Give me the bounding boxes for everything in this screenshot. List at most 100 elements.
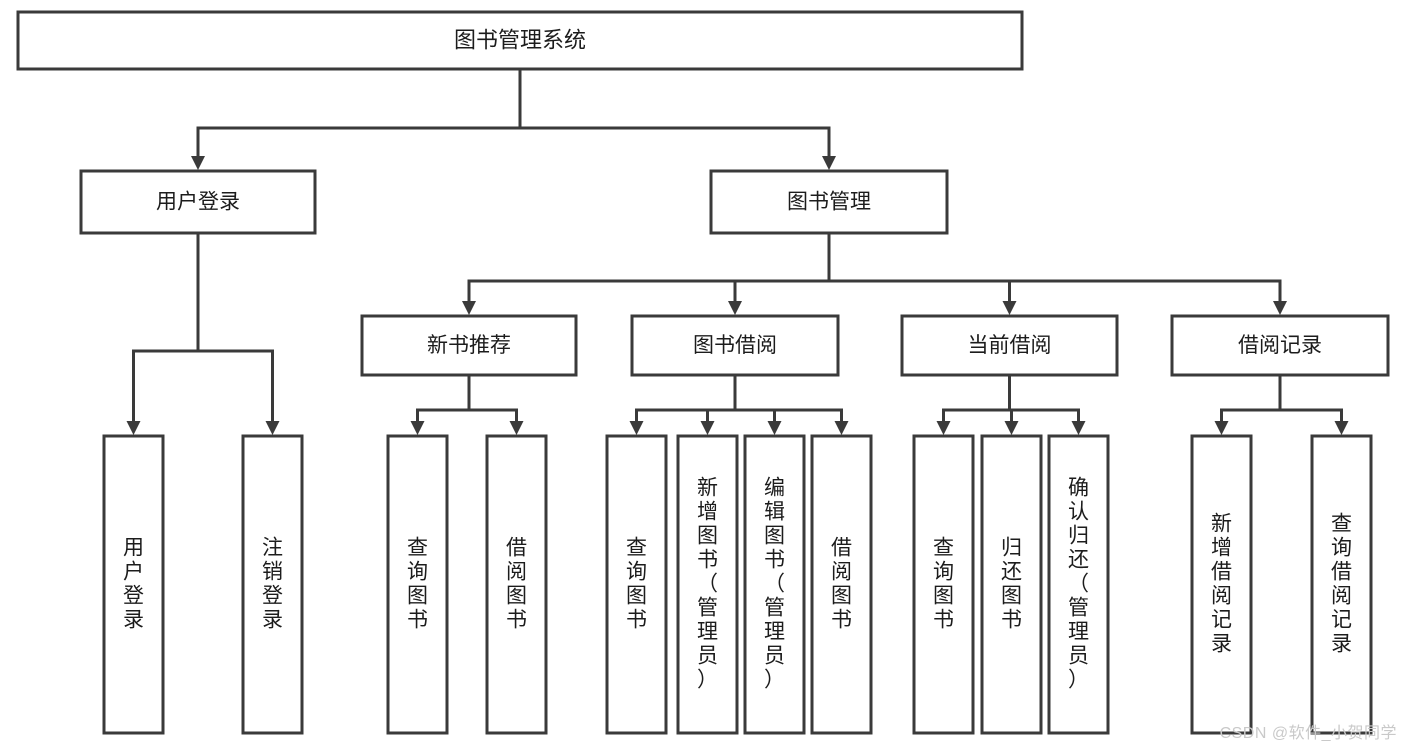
node-label-char: 还 (1068, 549, 1089, 572)
node-label-char: 理 (764, 621, 785, 644)
node-label-char: 阅 (1211, 585, 1232, 608)
node-label-user-login: 用户登录 (156, 191, 240, 214)
node-label-char: 查 (1331, 513, 1352, 536)
node-book-manage[interactable]: 图书管理 (709, 169, 949, 235)
node-label-char: ） (1068, 669, 1089, 692)
node-label-char: 编 (764, 477, 785, 500)
node-box-leaf-user-logout (241, 434, 304, 735)
node-label-char: 户 (123, 561, 144, 584)
node-label-char: 询 (626, 561, 647, 584)
watermark-text: CSDN @软件_小贺同学 (1219, 725, 1397, 742)
node-label-char: 借 (831, 537, 852, 560)
connector-arrowhead-icon (265, 421, 280, 435)
node-label-char: 借 (506, 537, 527, 560)
node-label-char: 注 (262, 537, 283, 560)
node-leaf-borrow-book[interactable]: 借阅图书借阅图书 (810, 434, 873, 735)
node-current-borrow[interactable]: 当前借阅 (900, 314, 1119, 377)
node-box-borrow-record (1170, 314, 1390, 377)
node-label-char: 借 (1211, 561, 1232, 584)
node-label-char: 书 (764, 549, 785, 572)
connector-layer (126, 67, 1349, 435)
node-label-char: 查 (626, 537, 647, 560)
node-box-root (16, 10, 1024, 71)
node-label-borrow-record: 借阅记录 (1238, 334, 1322, 357)
node-label-char: 理 (697, 621, 718, 644)
connector-arrowhead-icon (728, 301, 742, 315)
node-label-char: （ (1068, 573, 1089, 596)
node-leaf-query-borrow-record[interactable]: 查询借阅记录查询借阅记录 (1310, 434, 1373, 735)
node-label-char: 询 (933, 561, 954, 584)
node-leaf-query-book-current[interactable]: 查询图书查询图书 (912, 434, 975, 735)
node-label-char: ） (764, 669, 785, 692)
node-label-char: 图 (407, 585, 428, 608)
node-label-char: 书 (626, 609, 647, 632)
connector-arrowhead-icon (462, 301, 476, 315)
connector-arrowhead-icon (700, 421, 715, 435)
connector-arrowhead-icon (834, 421, 849, 435)
node-label-char: （ (697, 573, 718, 596)
node-box-book-borrow (630, 314, 840, 377)
node-label-current-borrow: 当前借阅 (968, 334, 1052, 357)
node-label-char: 管 (1068, 597, 1089, 620)
node-leaf-user-logout[interactable]: 注销登录注销登录 (241, 434, 304, 735)
node-label-char: 查 (933, 537, 954, 560)
node-label-char: 认 (1068, 501, 1089, 524)
node-label-char: ） (697, 669, 718, 692)
node-label-new-book-recommend: 新书推荐 (427, 334, 511, 357)
node-leaf-query-book-rec[interactable]: 查询图书查询图书 (386, 434, 449, 735)
node-box-leaf-edit-book-admin (743, 434, 806, 735)
node-user-login[interactable]: 用户登录 (79, 169, 317, 235)
node-leaf-user-login[interactable]: 用户登录用户登录 (102, 434, 165, 735)
node-label-char: 记 (1331, 609, 1352, 632)
node-label-char: 辑 (764, 501, 785, 524)
node-label-char: 增 (1211, 537, 1232, 560)
node-label-char: 记 (1211, 609, 1232, 632)
node-box-leaf-borrow-book-rec (485, 434, 548, 735)
node-label-char: 还 (1001, 561, 1022, 584)
connector-arrowhead-icon (1002, 301, 1017, 315)
node-label-char: 员 (697, 645, 718, 668)
node-label-char: 图 (933, 585, 954, 608)
node-label-char: 图 (506, 585, 527, 608)
node-label-char: 书 (933, 609, 954, 632)
node-label-char: 阅 (506, 561, 527, 584)
node-label-char: 管 (697, 597, 718, 620)
node-root[interactable]: 图书管理系统 (16, 10, 1024, 71)
node-box-leaf-add-borrow-record (1190, 434, 1253, 735)
node-label-root: 图书管理系统 (454, 27, 586, 52)
node-leaf-borrow-book-rec[interactable]: 借阅图书借阅图书 (485, 434, 548, 735)
node-label-char: 录 (262, 609, 283, 632)
node-label-char: 理 (1068, 621, 1089, 644)
connector-arrowhead-icon (191, 156, 205, 170)
connector-arrowhead-icon (126, 421, 141, 435)
node-label-char: 新 (1211, 513, 1232, 536)
connector-arrowhead-icon (1334, 421, 1349, 435)
node-box-leaf-query-book-current (912, 434, 975, 735)
node-label-char: 阅 (831, 561, 852, 584)
node-leaf-return-book[interactable]: 归还图书归还图书 (980, 434, 1043, 735)
node-leaf-query-book-borrow[interactable]: 查询图书查询图书 (605, 434, 668, 735)
node-leaf-add-borrow-record[interactable]: 新增借阅记录新增借阅记录 (1190, 434, 1253, 735)
node-label-char: 员 (764, 645, 785, 668)
node-borrow-record[interactable]: 借阅记录 (1170, 314, 1390, 377)
node-label-char: 录 (1331, 633, 1352, 656)
node-label-char: 确 (1068, 477, 1089, 500)
connector-arrowhead-icon (1071, 421, 1086, 435)
node-label-char: 询 (407, 561, 428, 584)
connector-arrowhead-icon (767, 421, 782, 435)
node-label-char: 销 (262, 561, 283, 584)
node-layer: 图书管理系统用户登录图书管理新书推荐图书借阅当前借阅借阅记录用户登录用户登录注销… (16, 10, 1390, 735)
node-box-leaf-query-book-borrow (605, 434, 668, 735)
node-new-book-recommend[interactable]: 新书推荐 (360, 314, 578, 377)
node-label-char: 归 (1068, 525, 1089, 548)
connector-arrowhead-icon (822, 156, 836, 170)
node-label-char: 书 (506, 609, 527, 632)
node-box-new-book-recommend (360, 314, 578, 377)
node-label-char: 书 (697, 549, 718, 572)
node-box-user-login (79, 169, 317, 235)
node-book-borrow[interactable]: 图书借阅 (630, 314, 840, 377)
